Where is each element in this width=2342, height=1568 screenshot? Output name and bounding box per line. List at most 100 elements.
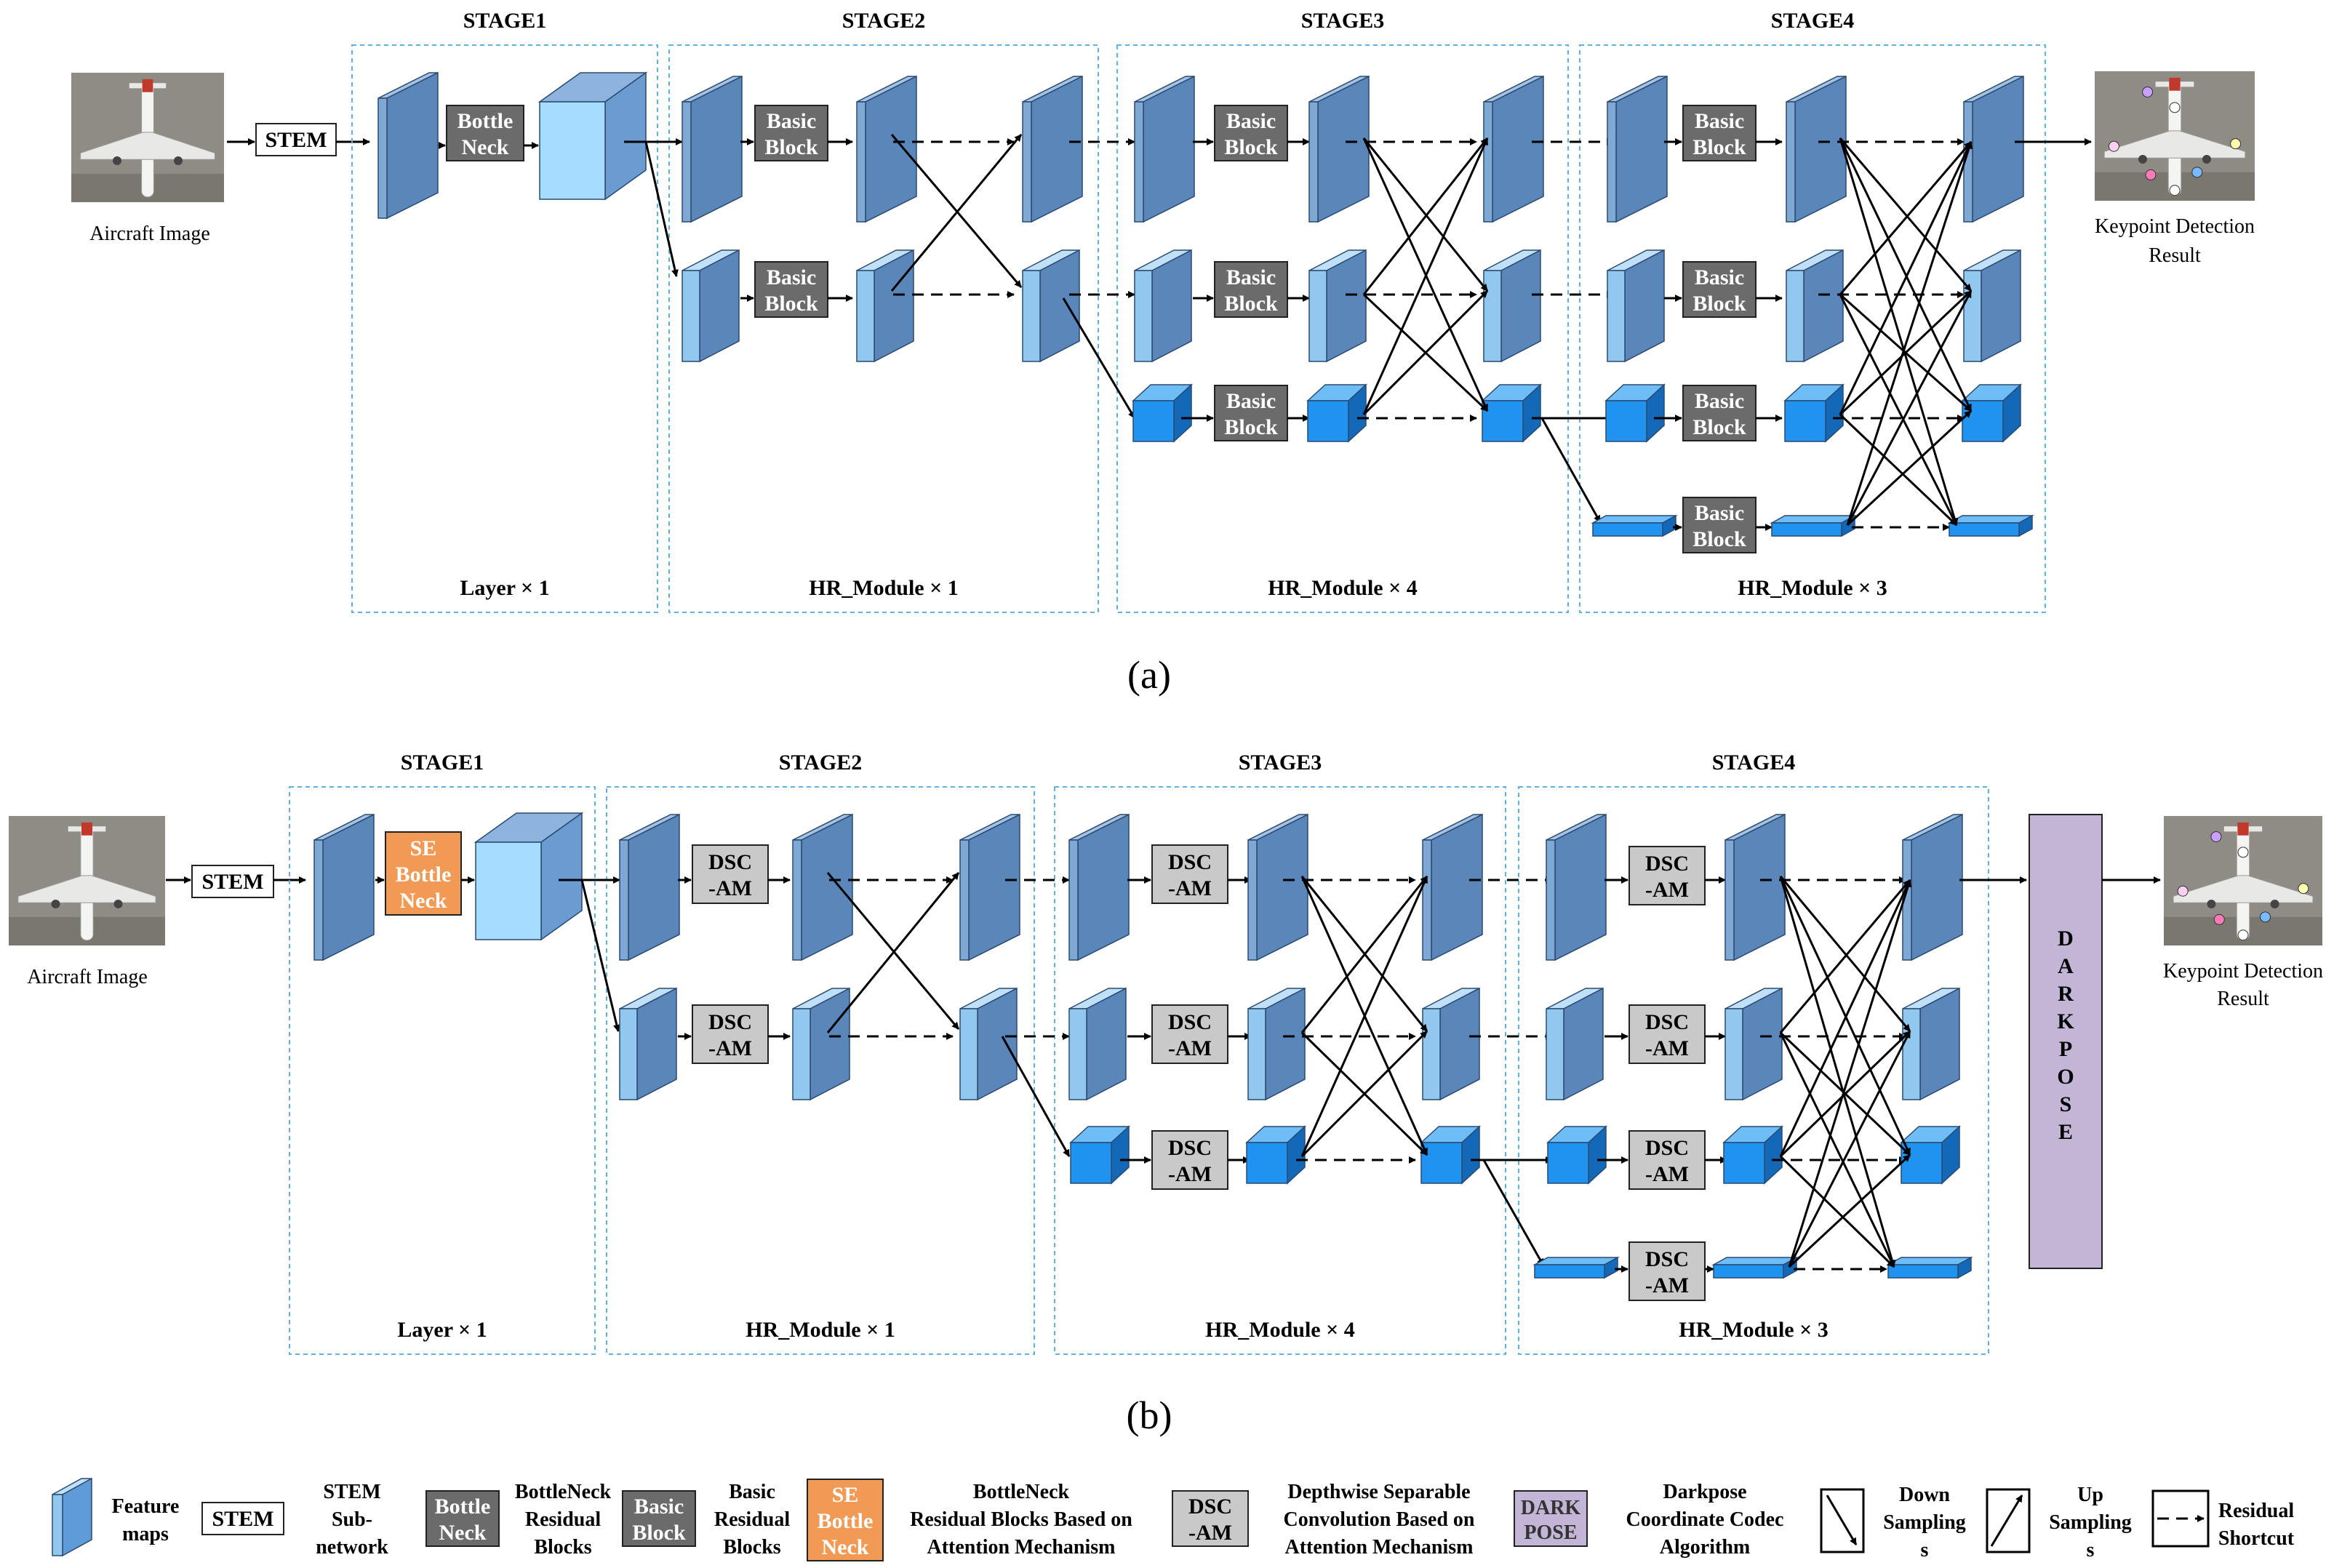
feature-map-front <box>959 839 970 961</box>
connection <box>559 879 620 1032</box>
feature-map <box>1607 249 1665 363</box>
connection <box>1846 290 1973 526</box>
downsampling-arrow <box>1826 1495 1858 1545</box>
feature-map-front <box>682 270 700 362</box>
connection <box>1846 409 1973 527</box>
feature-map-side <box>1972 75 2024 223</box>
basic-block-rect <box>1682 105 1757 161</box>
dsc-am-block: DSC-AM <box>692 844 769 904</box>
stage-frame-stage4 <box>1579 44 2046 613</box>
feature-map <box>1483 249 1541 363</box>
connection <box>1482 1159 1545 1266</box>
feature-map-side <box>1733 813 1786 961</box>
legend-text: Sampling <box>1883 1511 1966 1534</box>
feature-map <box>959 987 1018 1101</box>
feature-map-side <box>1143 75 1195 223</box>
connection <box>1846 141 1973 526</box>
feature-map-front <box>1308 101 1319 223</box>
output-label: Result <box>2217 988 2269 1010</box>
feature-map <box>1722 1125 1783 1185</box>
feature-map <box>1546 987 1604 1101</box>
dsc-am-block-label: -AM <box>1645 1162 1689 1186</box>
keypoint-marker <box>2230 138 2242 150</box>
legend-stem-rect <box>201 1502 284 1535</box>
connection <box>1839 289 1973 416</box>
feature-map <box>682 249 740 363</box>
feature-map <box>856 75 917 223</box>
feature-map-front <box>1482 400 1524 442</box>
feature-map-front <box>475 841 542 940</box>
output-aircraft-image-b <box>2164 816 2322 945</box>
stage1-input-feature-map <box>313 813 375 961</box>
dsc-am-block-label: DSC <box>1168 850 1212 874</box>
connection <box>1362 289 1489 416</box>
keypoint-marker <box>2142 86 2154 97</box>
feature-map-front <box>1902 1008 1921 1100</box>
stage-frame-stage1 <box>351 44 658 613</box>
legend-stem-label: STEM <box>212 1507 273 1531</box>
feature-map <box>1591 514 1678 537</box>
connection <box>1788 1031 1911 1268</box>
legend-bottleneck-box-rect <box>425 1490 500 1547</box>
feature-map-front <box>1786 270 1805 362</box>
aircraft-wings <box>80 132 215 160</box>
feature-map <box>1947 514 2034 537</box>
caption-a: (a) <box>1127 653 1171 697</box>
basic-block-label: Block <box>764 292 818 316</box>
aircraft-engine <box>174 156 183 166</box>
feature-map <box>1306 383 1367 443</box>
feature-map <box>1902 987 1960 1101</box>
feature-map <box>1132 383 1193 443</box>
feature-map-front <box>1068 1008 1087 1100</box>
feature-map <box>1134 75 1195 223</box>
legend-dsc-box: DSC-AM <box>1172 1490 1249 1547</box>
connection <box>1839 294 1958 526</box>
aircraft-wings <box>2103 130 2246 159</box>
stage-title: STAGE3 <box>1239 751 1322 775</box>
connection <box>1779 879 1911 1157</box>
feature-map-front <box>1483 270 1502 362</box>
feature-map-front <box>1022 270 1041 362</box>
feature-map <box>1068 813 1130 961</box>
dsc-am-block: DSC-AM <box>1151 1130 1228 1190</box>
feature-map <box>959 813 1020 961</box>
aircraft-wings <box>17 875 156 903</box>
connection <box>624 140 679 277</box>
feature-map <box>1022 75 1083 223</box>
aircraft-tailfin <box>142 79 153 92</box>
connection <box>1779 1032 1895 1268</box>
basic-block-label: Block <box>764 135 818 159</box>
aircraft-engine <box>2138 155 2147 164</box>
legend-text: Residual <box>2218 1500 2294 1522</box>
feature-map <box>682 75 743 223</box>
feature-map-top <box>1591 515 1678 524</box>
feature-map <box>1481 383 1542 443</box>
dsc-am-block-label: DSC <box>1645 1136 1689 1160</box>
basic-block-label: Basic <box>1695 389 1744 413</box>
feature-map-front <box>1592 522 1663 537</box>
connection <box>1839 141 1973 415</box>
legend-se-box-label: Bottle <box>818 1509 874 1533</box>
dsc-am-block-label: DSC <box>1645 852 1689 876</box>
basic-block-label: Block <box>1224 415 1278 439</box>
feature-map <box>1961 383 2022 443</box>
legend-text: s <box>1921 1539 1929 1561</box>
connection <box>1362 137 1489 292</box>
legend-text: Residual <box>525 1508 601 1531</box>
connection <box>1300 1030 1428 1158</box>
legend-feature-map-icon <box>52 1477 92 1557</box>
stage1-input-feature-map <box>377 71 439 220</box>
keypoint-marker <box>2213 913 2225 925</box>
feature-map-front <box>1724 1008 1743 1100</box>
legend-text: Sub- <box>332 1508 372 1531</box>
legend-text: Up <box>2077 1484 2103 1506</box>
darkpose-letter: A <box>2058 954 2074 978</box>
stage-frame-stage2 <box>606 786 1035 1355</box>
connection <box>1779 876 1911 1032</box>
feature-map <box>1247 813 1308 961</box>
feature-map-side <box>690 75 743 223</box>
feature-map-side <box>1492 75 1544 223</box>
feature-map <box>1420 1125 1481 1185</box>
